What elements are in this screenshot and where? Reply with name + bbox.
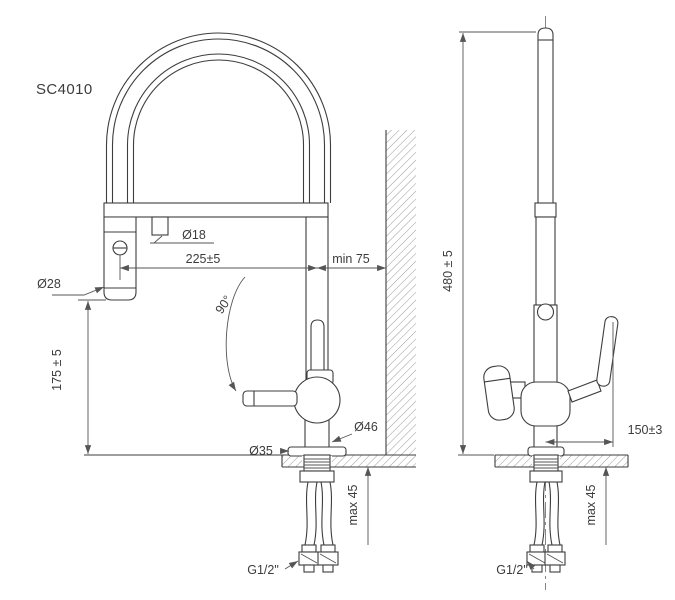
dim-swivel-angle: 90° (213, 276, 246, 392)
supply-hoses-front (298, 454, 339, 573)
hose-tube-side (537, 27, 554, 206)
label-wall-clearance: min 75 (332, 252, 370, 266)
support-arm (103, 202, 329, 218)
label-overall-height: 480 ± 5 (441, 250, 455, 292)
lower-body-side (533, 304, 558, 454)
side-view: 480 ± 5 150±3 max 45 G1/2" (441, 16, 662, 590)
wall-section (385, 130, 416, 455)
dim-thread-side: G1/2" (496, 560, 536, 577)
dim-body-diameter: Ø46 (331, 420, 378, 443)
label-deck-thickness-side: max 45 (584, 484, 598, 525)
handle-lever-side (596, 316, 619, 387)
label-thread-front: G1/2" (247, 563, 279, 577)
hose-connector (317, 544, 339, 573)
dim-head-diameter: Ø28 (37, 277, 105, 296)
label-thread-side: G1/2" (496, 563, 528, 577)
model-number: SC4010 (36, 81, 93, 98)
dim-thread-front: G1/2" (247, 560, 299, 577)
dim-head-height: 175 ± 5 (50, 299, 106, 454)
lever-arm-side (567, 379, 602, 403)
dim-dock-diameter: Ø18 (150, 228, 214, 244)
label-dock-diameter: Ø18 (182, 228, 206, 242)
spout-outlet (242, 390, 298, 407)
threaded-shank (303, 454, 331, 472)
dim-overall-height: 480 ± 5 (441, 31, 536, 456)
dim-depth: 150±3 (545, 322, 663, 447)
front-view: 225±5 min 75 Ø18 Ø28 175 ± 5 90° Ø35 (37, 32, 416, 577)
ball-joint (293, 376, 341, 424)
label-head-height: 175 ± 5 (50, 349, 64, 391)
label-reach: 225±5 (186, 252, 221, 266)
label-depth: 150±3 (628, 423, 663, 437)
threaded-shank-side (533, 454, 559, 472)
upper-body-side (535, 216, 556, 306)
body-base (304, 419, 330, 449)
handle-lever-front (306, 319, 334, 385)
mounting-nut (299, 470, 335, 483)
countertop-hatch-side (495, 455, 628, 467)
mounting-nut-side (529, 470, 563, 483)
supply-hoses-side (526, 454, 566, 573)
label-base-diameter: Ø35 (249, 444, 273, 458)
wall-hatch (386, 130, 416, 455)
label-swivel-angle: 90° (213, 293, 235, 317)
dim-deck-thickness-side: max 45 (584, 467, 610, 545)
countertop-side (494, 454, 629, 468)
faucet-side-profile (483, 27, 619, 457)
valve-housing (520, 381, 571, 427)
dim-base-diameter: Ø35 (249, 444, 289, 458)
dim-wall-clearance: min 75 (317, 252, 386, 272)
hose-connector (298, 544, 320, 573)
spray-head-side (483, 365, 515, 421)
hose-connector (544, 544, 566, 573)
label-deck-thickness-front: max 45 (346, 484, 360, 525)
label-head-diameter: Ø28 (37, 277, 61, 291)
tube-collar (534, 202, 557, 218)
label-body-diameter: Ø46 (354, 420, 378, 434)
dim-deck-thickness-front: max 45 (346, 467, 372, 545)
dock-holder (151, 216, 169, 236)
dock-pin-side (536, 303, 555, 321)
flexible-hose-arc (105, 32, 332, 203)
dim-reach: 225±5 (119, 252, 317, 280)
hose-connector (526, 544, 548, 573)
